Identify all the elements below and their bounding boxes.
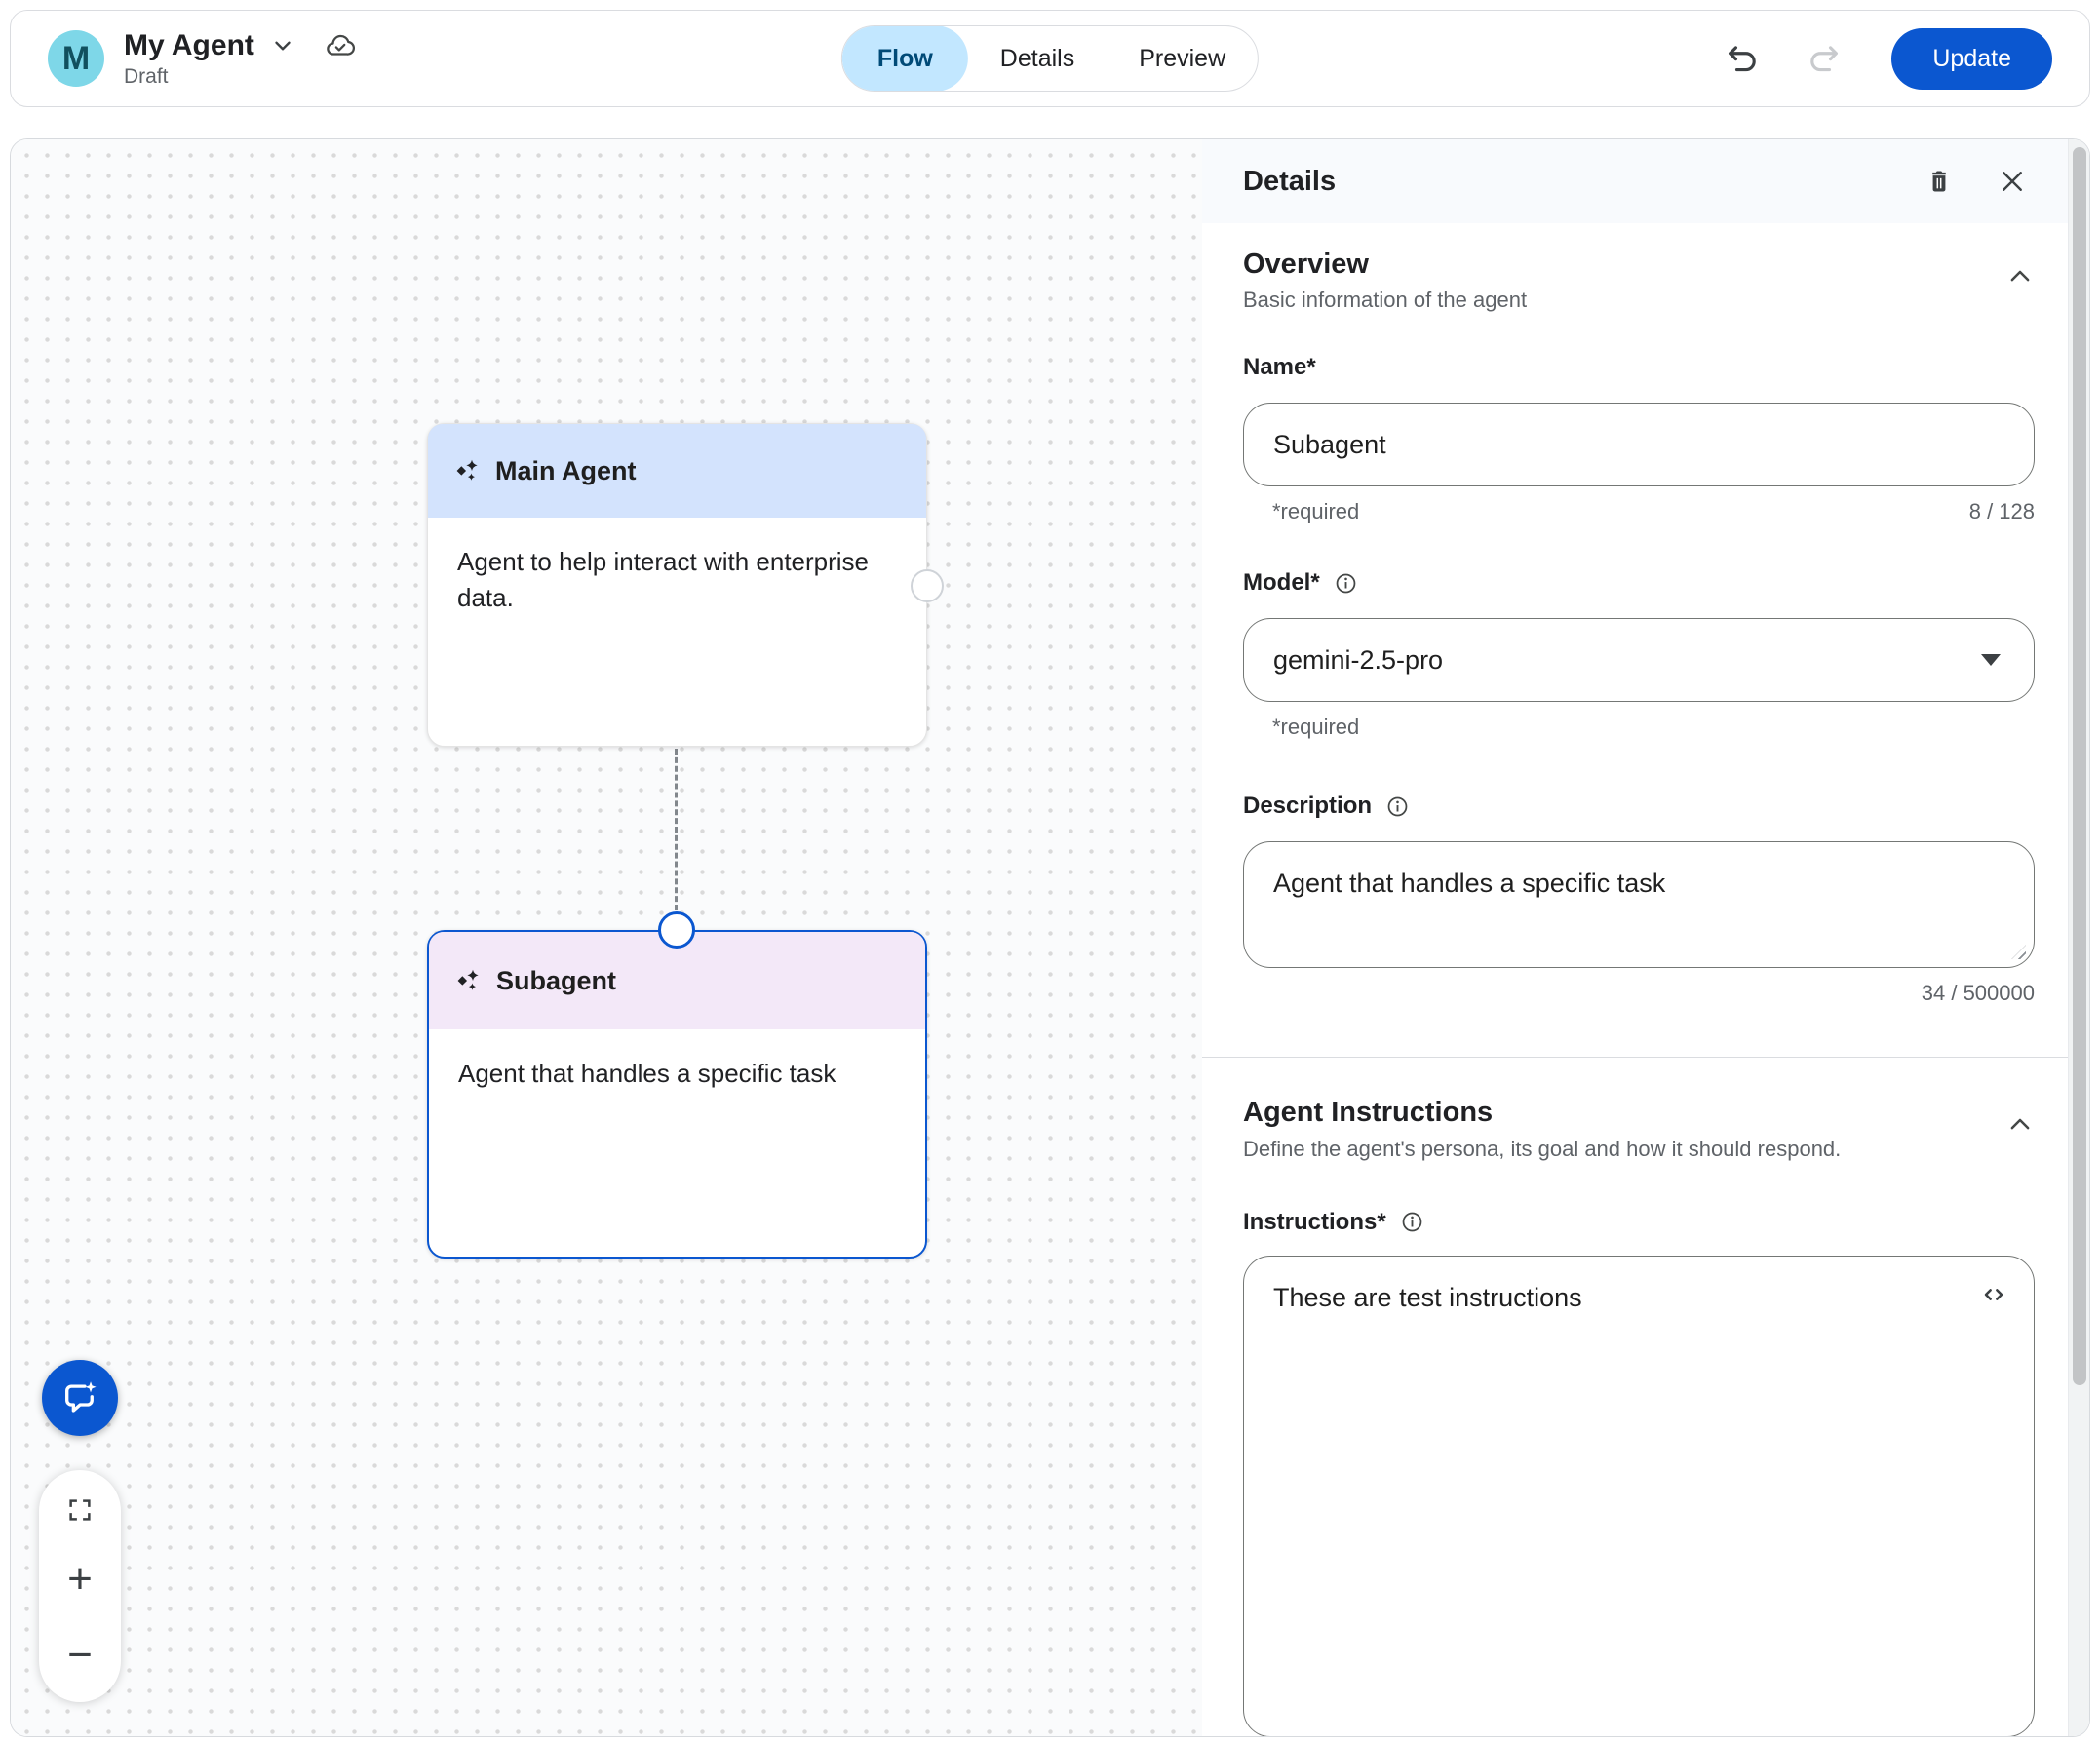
view-tabs: Flow Details Preview	[840, 25, 1260, 92]
close-panel-button[interactable]	[1998, 167, 2027, 196]
model-selected-value: gemini-2.5-pro	[1273, 644, 1444, 675]
chevron-up-icon	[2010, 1119, 2030, 1130]
canvas-zoom-controls: + −	[39, 1470, 121, 1702]
node-main-agent[interactable]: Main Agent Agent to help interact with e…	[427, 423, 927, 747]
tab-flow[interactable]: Flow	[841, 26, 968, 91]
model-label: Model*	[1243, 569, 1320, 597]
close-icon	[2003, 172, 2022, 191]
description-char-counter: 34 / 500000	[1921, 981, 2035, 1006]
undo-button[interactable]	[1724, 41, 1759, 76]
overview-heading: Overview	[1243, 249, 1369, 280]
tab-details[interactable]: Details	[999, 44, 1075, 72]
model-required-hint: *required	[1272, 715, 1360, 740]
update-button[interactable]: Update	[1891, 27, 2052, 90]
flow-canvas[interactable]: Main Agent Agent to help interact with e…	[11, 139, 1202, 1736]
description-info-icon[interactable]	[1385, 794, 1410, 819]
redo-icon	[1810, 46, 1839, 72]
agent-instructions-heading: Agent Instructions	[1243, 1097, 1494, 1129]
node-description: Agent to help interact with enterprise d…	[457, 547, 870, 612]
panel-scrollbar[interactable]	[2068, 139, 2089, 1736]
page-title: My Agent	[124, 28, 254, 61]
delete-node-button[interactable]	[1925, 168, 1953, 195]
chevron-up-icon	[2010, 270, 2030, 282]
name-label: Name*	[1243, 354, 1316, 381]
agent-identity: M My Agent Draft	[48, 29, 356, 89]
details-panel-body: Overview Basic information of the agent …	[1202, 223, 2089, 1736]
code-icon	[1984, 1288, 2003, 1300]
instructions-info-icon[interactable]	[1400, 1210, 1424, 1234]
avatar: M	[48, 30, 104, 87]
agent-instructions-subheading: Define the agent's persona, its goal and…	[1243, 1136, 1842, 1161]
name-input[interactable]	[1243, 403, 2035, 487]
panel-title: Details	[1243, 165, 1337, 197]
zoom-in-button[interactable]: +	[67, 1555, 93, 1603]
zoom-out-button[interactable]: −	[67, 1631, 93, 1679]
instructions-label: Instructions*	[1243, 1208, 1386, 1235]
undo-icon	[1729, 46, 1757, 72]
description-label: Description	[1243, 793, 1373, 820]
cloud-saved-icon	[325, 30, 356, 61]
redo-button[interactable]	[1808, 41, 1843, 76]
model-info-icon[interactable]	[1334, 571, 1358, 596]
tab-preview[interactable]: Preview	[1139, 44, 1226, 72]
fullscreen-icon	[69, 1499, 91, 1521]
scrollbar-thumb[interactable]	[2073, 147, 2086, 1385]
main-agent-output-port[interactable]	[911, 569, 944, 602]
node-main-agent-header: Main Agent	[428, 424, 926, 518]
chat-feedback-button[interactable]	[42, 1360, 118, 1436]
sparkle-icon	[455, 968, 482, 994]
agent-connection-edge	[675, 749, 678, 910]
node-subagent[interactable]: Subagent Agent that handles a specific t…	[427, 930, 927, 1259]
details-panel: Details O	[1202, 139, 2089, 1736]
node-title: Main Agent	[495, 455, 637, 485]
node-description: Agent that handles a specific task	[458, 1059, 836, 1088]
code-view-button[interactable]	[1978, 1279, 2009, 1310]
agent-menu-chevron-down-icon[interactable]	[270, 33, 295, 58]
trash-icon	[1932, 171, 1946, 192]
overview-subheading: Basic information of the agent	[1243, 288, 1528, 313]
dropdown-arrow-icon	[1981, 654, 2001, 667]
section-divider	[1202, 1057, 2089, 1059]
description-textarea[interactable]	[1243, 841, 2035, 969]
instructions-textarea[interactable]	[1243, 1255, 2035, 1736]
node-title: Subagent	[496, 965, 617, 995]
subagent-input-port[interactable]	[658, 911, 695, 949]
fit-screen-button[interactable]	[65, 1495, 95, 1525]
chat-sparkle-icon	[65, 1381, 97, 1413]
top-bar: M My Agent Draft Flow Details Preview	[10, 10, 2090, 107]
sparkle-icon	[454, 458, 481, 484]
details-panel-header: Details	[1202, 139, 2089, 223]
content-card: Main Agent Agent to help interact with e…	[10, 138, 2090, 1737]
name-char-counter: 8 / 128	[1968, 499, 2035, 524]
agent-meta: My Agent Draft	[124, 29, 356, 89]
status-badge: Draft	[124, 64, 169, 88]
instructions-collapse-button[interactable]	[2005, 1110, 2035, 1140]
overview-collapse-button[interactable]	[2005, 262, 2035, 291]
model-select[interactable]: gemini-2.5-pro	[1243, 618, 2035, 703]
name-required-hint: *required	[1272, 499, 1360, 524]
